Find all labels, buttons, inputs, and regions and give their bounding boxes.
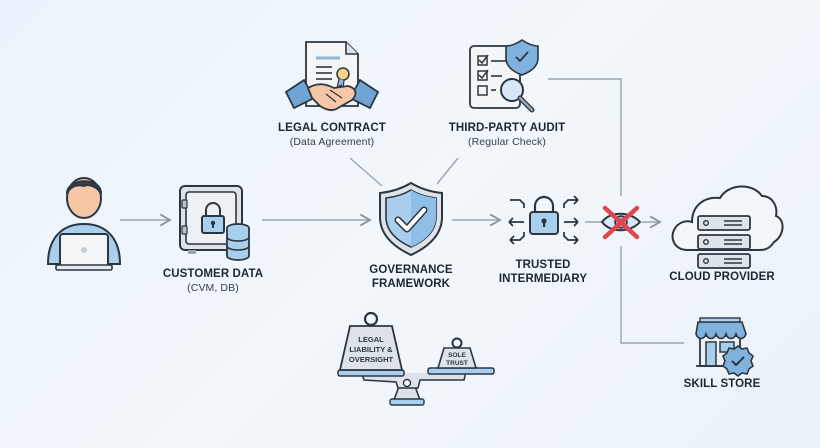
customer-data-label: CUSTOMER DATA (CVM, DB): [158, 267, 268, 295]
intermediary-title-line-1: TRUSTED: [515, 259, 571, 271]
safe-database-icon: [179, 185, 250, 261]
light-weight-line-1: SOLE: [448, 352, 466, 359]
blocked-eye-icon: [600, 205, 642, 240]
connectors: [120, 78, 684, 344]
cloud-provider-title: CLOUD PROVIDER: [669, 271, 775, 283]
verified-store-icon: [695, 317, 754, 377]
governance-label: GOVERNANCE FRAMEWORK: [356, 263, 466, 291]
cloud-provider-label: CLOUD PROVIDER: [660, 270, 784, 284]
heavy-weight-line-1: LEGAL: [358, 335, 384, 344]
third-party-audit-title: THIRD-PARTY AUDIT: [448, 122, 566, 134]
heavy-weight-line-3: OVERSIGHT: [349, 355, 394, 364]
intermediary-title-line-2: INTERMEDIARY: [498, 273, 588, 285]
customer-data-title: CUSTOMER DATA: [162, 268, 264, 280]
third-party-audit-subtitle: (Regular Check): [468, 136, 546, 148]
governance-title-line-1: GOVERNANCE: [369, 264, 453, 276]
lock-routing-icon: [508, 195, 579, 245]
legal-contract-title: LEGAL CONTRACT: [278, 122, 386, 134]
legal-contract-label: LEGAL CONTRACT (Data Agreement): [262, 121, 402, 149]
skill-store-label: SKILL STORE: [670, 377, 774, 391]
edge-audit-to-governance: [436, 157, 459, 185]
edge-contract-to-governance: [349, 157, 383, 187]
shield-check-icon: [379, 181, 443, 257]
light-weight-line-2: TRUST: [446, 360, 468, 367]
customer-data-subtitle: (CVM, DB): [187, 282, 239, 294]
checklist-audit-icon: [469, 39, 539, 113]
edge-audit-bracket-top: [548, 78, 622, 196]
intermediary-label: TRUSTED INTERMEDIARY: [488, 258, 598, 286]
handshake-contract-icon: [284, 41, 380, 112]
balance-scale-icon: LEGAL LIABILITY & OVERSIGHT SOLE TRUST: [337, 311, 495, 406]
cloud-server-icon: [671, 185, 784, 269]
legal-contract-subtitle: (Data Agreement): [289, 136, 375, 148]
third-party-audit-label: THIRD-PARTY AUDIT (Regular Check): [432, 121, 582, 149]
heavy-weight-line-2: LIABILITY &: [349, 345, 393, 354]
skill-store-title: SKILL STORE: [683, 378, 761, 390]
user-laptop-icon: [46, 177, 122, 271]
edge-audit-bracket-bottom: [620, 246, 684, 344]
governance-title-line-2: FRAMEWORK: [371, 278, 451, 290]
